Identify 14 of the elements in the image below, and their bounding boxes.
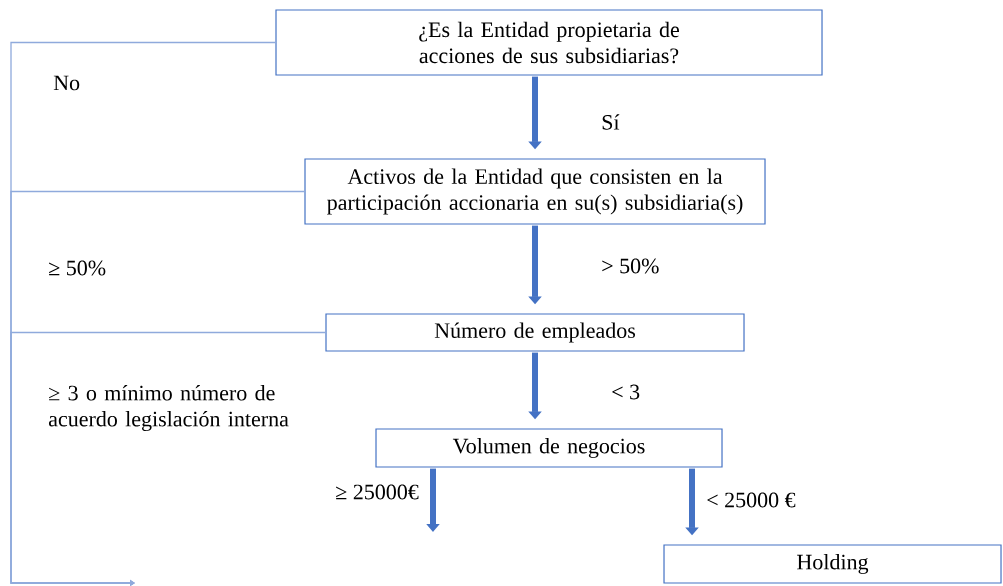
edge-label: No (53, 75, 80, 91)
edge-label: > 50% (602, 258, 659, 274)
edge-label: ≥ 50% (49, 260, 106, 276)
connector-line (10, 331, 327, 586)
process-box: Holding (663, 544, 1002, 584)
edge-label: ≥ 25000€ (336, 484, 419, 500)
edge-label: ≥ 3 o mínimo número de acuerdo legislación interna (48, 384, 289, 432)
edge-label: < 3 (612, 384, 640, 400)
edge-label: Sí (602, 114, 620, 130)
process-box: Volumen de negocios (375, 428, 723, 468)
process-box: Activos de la Entidad que consisten en la participación accionaria en su(s) subsidiaria(s) (304, 158, 766, 225)
edge-label: < 25000 € (707, 492, 796, 508)
process-box: ¿Es la Entidad propietaria de acciones de sus subsidiarias? (275, 9, 823, 76)
process-box: Número de empleados (325, 313, 745, 352)
